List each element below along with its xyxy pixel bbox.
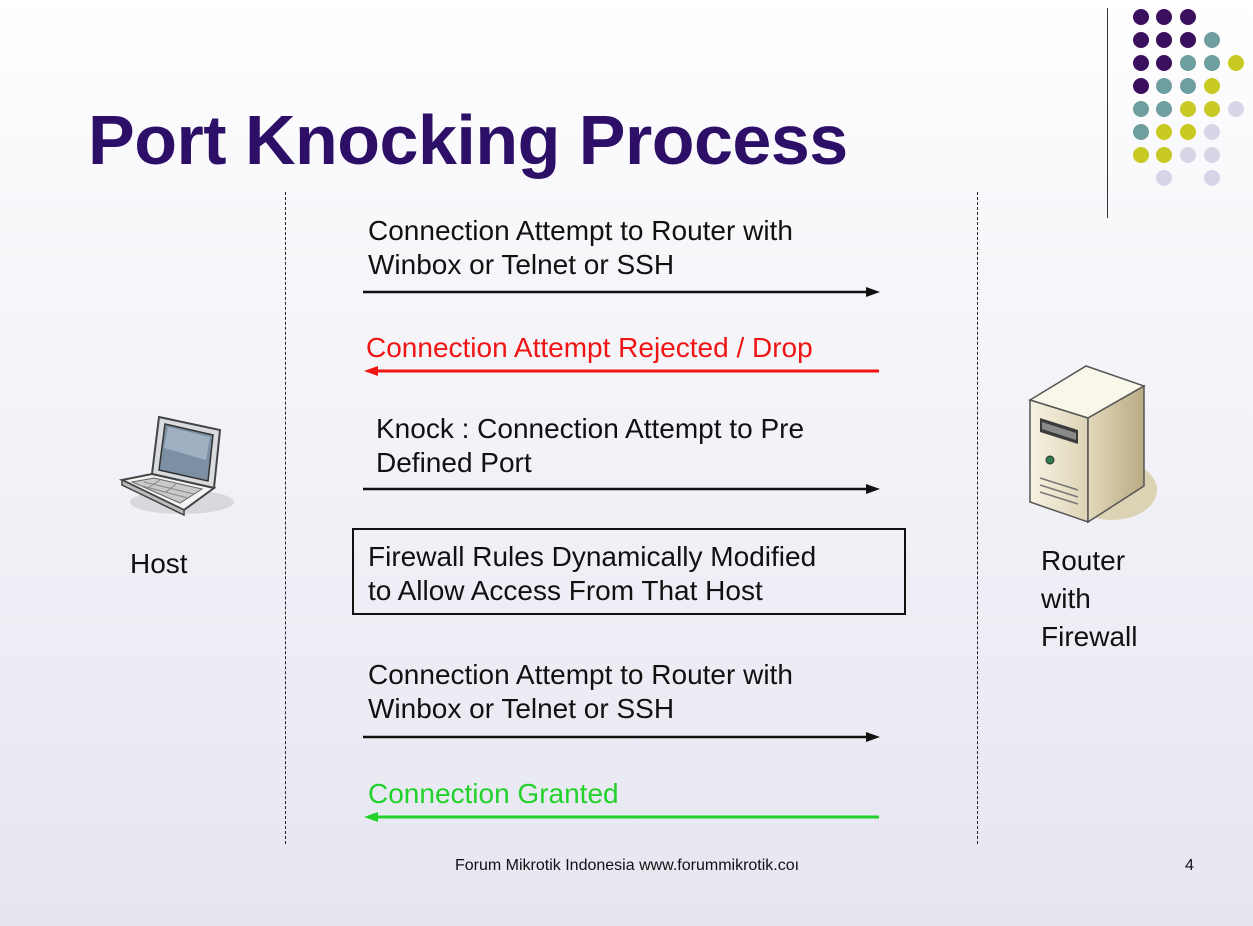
decorative-divider bbox=[1107, 8, 1108, 218]
step-text-line: Connection Attempt to Router with bbox=[368, 215, 793, 246]
router-label-line: Firewall bbox=[1041, 621, 1138, 652]
slide-footer: Forum Mikrotik Indonesia www.forummikrot… bbox=[455, 857, 800, 874]
host-label: Host bbox=[130, 548, 188, 579]
server-tower-icon bbox=[1028, 365, 1157, 524]
router-lifeline bbox=[977, 192, 978, 844]
step-2-arrow-to-host bbox=[364, 366, 879, 376]
firewall-rules-box: Firewall Rules Dynamically Modified to A… bbox=[352, 528, 906, 615]
step-1-text: Connection Attempt to Router with Winbox… bbox=[368, 214, 793, 282]
laptop-icon bbox=[118, 415, 234, 517]
step-5-text: Connection Attempt to Router with Winbox… bbox=[368, 658, 793, 726]
page-number: 4 bbox=[1185, 857, 1194, 874]
step-3-arrow-to-router bbox=[363, 484, 880, 494]
decorative-dot-grid bbox=[1133, 9, 1244, 186]
step-text-line: Winbox or Telnet or SSH bbox=[368, 249, 675, 280]
step-text-line: Defined Port bbox=[376, 447, 532, 478]
step-text-line: Connection Attempt Rejected / Drop bbox=[366, 332, 813, 363]
router-label-line: with bbox=[1041, 583, 1091, 614]
step-text-line: Connection Granted bbox=[368, 778, 619, 809]
slide-title: Port Knocking Process bbox=[88, 101, 848, 179]
step-1-arrow-to-router bbox=[363, 287, 880, 297]
router-label: Router with Firewall bbox=[1041, 542, 1137, 656]
host-lifeline bbox=[285, 192, 286, 844]
step-6-text: Connection Granted bbox=[368, 777, 619, 811]
step-text-line: Knock : Connection Attempt to Pre bbox=[376, 413, 805, 444]
step-2-text: Connection Attempt Rejected / Drop bbox=[366, 331, 813, 365]
step-text-line: Firewall Rules Dynamically Modified bbox=[368, 541, 817, 572]
step-text-line: to Allow Access From That Host bbox=[368, 575, 763, 606]
step-5-arrow-to-router bbox=[363, 732, 880, 742]
step-6-arrow-to-host bbox=[364, 812, 879, 822]
step-text-line: Connection Attempt to Router with bbox=[368, 659, 793, 690]
step-3-text: Knock : Connection Attempt to Pre Define… bbox=[376, 412, 804, 480]
step-text-line: Winbox or Telnet or SSH bbox=[368, 693, 675, 724]
router-label-line: Router bbox=[1041, 545, 1126, 576]
